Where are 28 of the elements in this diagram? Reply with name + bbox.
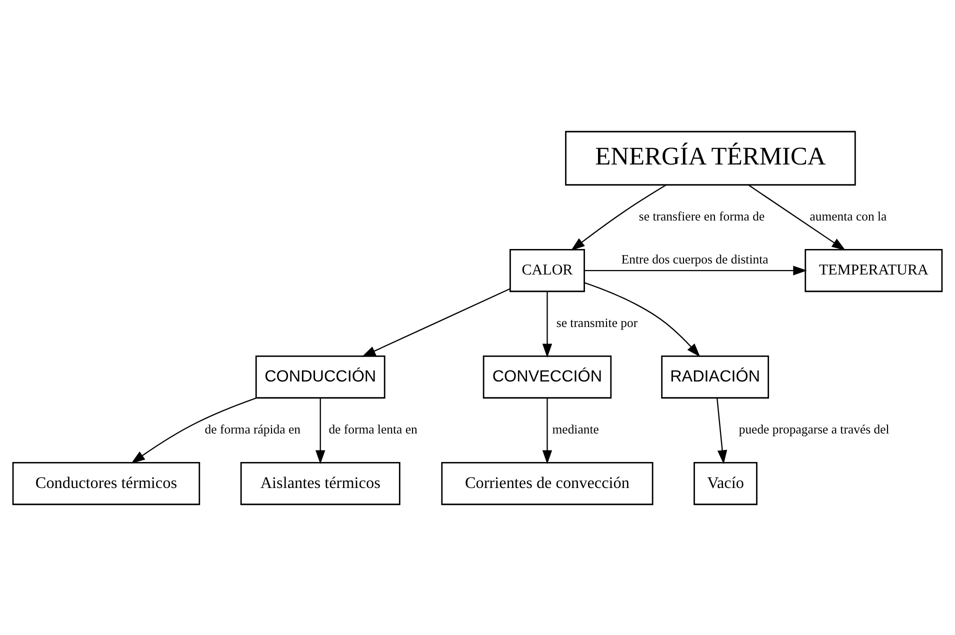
edge-label: de forma lenta en — [328, 422, 418, 436]
edge-label: puede propagarse a través del — [738, 422, 890, 436]
arrow — [542, 291, 552, 358]
node-box: Conductores térmicos — [12, 462, 200, 505]
edge-label: se transmite por — [556, 316, 638, 330]
arrow — [584, 265, 808, 275]
arrow — [748, 184, 846, 250]
node-box: Aislantes térmicos — [240, 462, 400, 505]
edge-label: se transfiere en forma de — [638, 209, 765, 224]
node-box: CONVECCIÓN — [482, 355, 612, 398]
node-box: CONDUCCIÓN — [255, 355, 386, 398]
arrow — [131, 396, 257, 464]
arrow — [716, 398, 728, 464]
arrow — [570, 184, 666, 250]
node-box: ENERGÍA TÉRMICA — [565, 130, 856, 186]
edge-label: de forma rápida en — [204, 422, 300, 436]
arrow — [542, 398, 552, 464]
arrow — [362, 288, 510, 356]
edge-label: aumenta con la — [810, 209, 887, 224]
node-box: RADIACIÓN — [661, 355, 770, 398]
arrow — [584, 282, 700, 357]
node-box: CALOR — [510, 248, 585, 292]
edge-label: mediante — [552, 422, 599, 436]
node-box: TEMPERATURA — [804, 248, 943, 292]
edge-label: Entre dos cuerpos de distinta — [621, 252, 768, 266]
node-box: Corrientes de convección — [441, 462, 654, 505]
arrow — [316, 398, 326, 464]
node-box: Vacío — [694, 462, 758, 505]
